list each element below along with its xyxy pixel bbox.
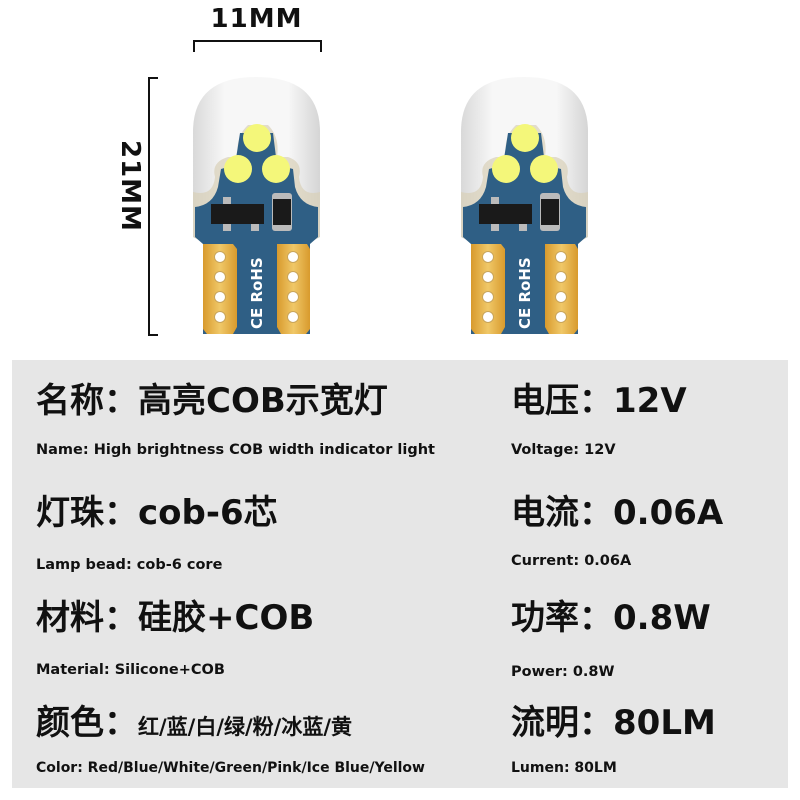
spec-label: 电压： [511,381,613,421]
spec-current: 电流：0.06A [511,493,723,533]
spec-material: 材料：硅胶+COB [36,598,314,638]
spec-bead: 灯珠：cob-6芯 [36,493,278,533]
spec-value: 12V [613,381,687,421]
led-bulb-image-left: CE RoHS [193,77,320,334]
spec-power: 功率：0.8W [511,598,711,638]
spec-power-en: Power: 0.8W [511,664,615,680]
spec-value: cob-6芯 [138,493,278,533]
spec-value: 红/蓝/白/绿/粉/冰蓝/黄 [138,715,353,739]
ce-rohs-marking: CE RoHS [516,257,534,329]
spec-material-en: Material: Silicone+COB [36,662,225,678]
led-bulb-image-right: CE RoHS [461,77,588,334]
spec-value: 0.06A [613,493,724,533]
spec-label: 材料： [36,598,138,638]
spec-label: 流明： [511,703,613,743]
spec-value: 80LM [613,703,716,743]
spec-color-en: Color: Red/Blue/White/Green/Pink/Ice Blu… [36,760,425,776]
height-dimension-label: 21MM [115,140,145,232]
spec-label: 颜色： [36,703,138,743]
spec-lumen: 流明：80LM [511,703,716,743]
spec-value: 硅胶+COB [138,598,315,638]
width-dimension-label: 11MM [210,4,303,34]
ce-rohs-marking: CE RoHS [248,257,266,329]
spec-label: 灯珠： [36,493,138,533]
spec-name-en: Name: High brightness COB width indicato… [36,442,435,458]
spec-value: 0.8W [613,598,711,638]
spec-bead-en: Lamp bead: cob-6 core [36,557,223,573]
width-dimension-bracket [193,40,322,52]
spec-name: 名称：高亮COB示宽灯 [36,381,388,421]
spec-color: 颜色：红/蓝/白/绿/粉/冰蓝/黄 [36,703,352,747]
height-dimension-bracket [148,77,158,336]
spec-value: 高亮COB示宽灯 [138,381,388,421]
spec-voltage: 电压：12V [511,381,687,421]
spec-label: 名称： [36,381,138,421]
spec-voltage-en: Voltage: 12V [511,442,616,458]
spec-label: 功率： [511,598,613,638]
spec-label: 电流： [511,493,613,533]
spec-current-en: Current: 0.06A [511,553,632,569]
spec-lumen-en: Lumen: 80LM [511,760,617,776]
spec-panel [12,360,788,788]
